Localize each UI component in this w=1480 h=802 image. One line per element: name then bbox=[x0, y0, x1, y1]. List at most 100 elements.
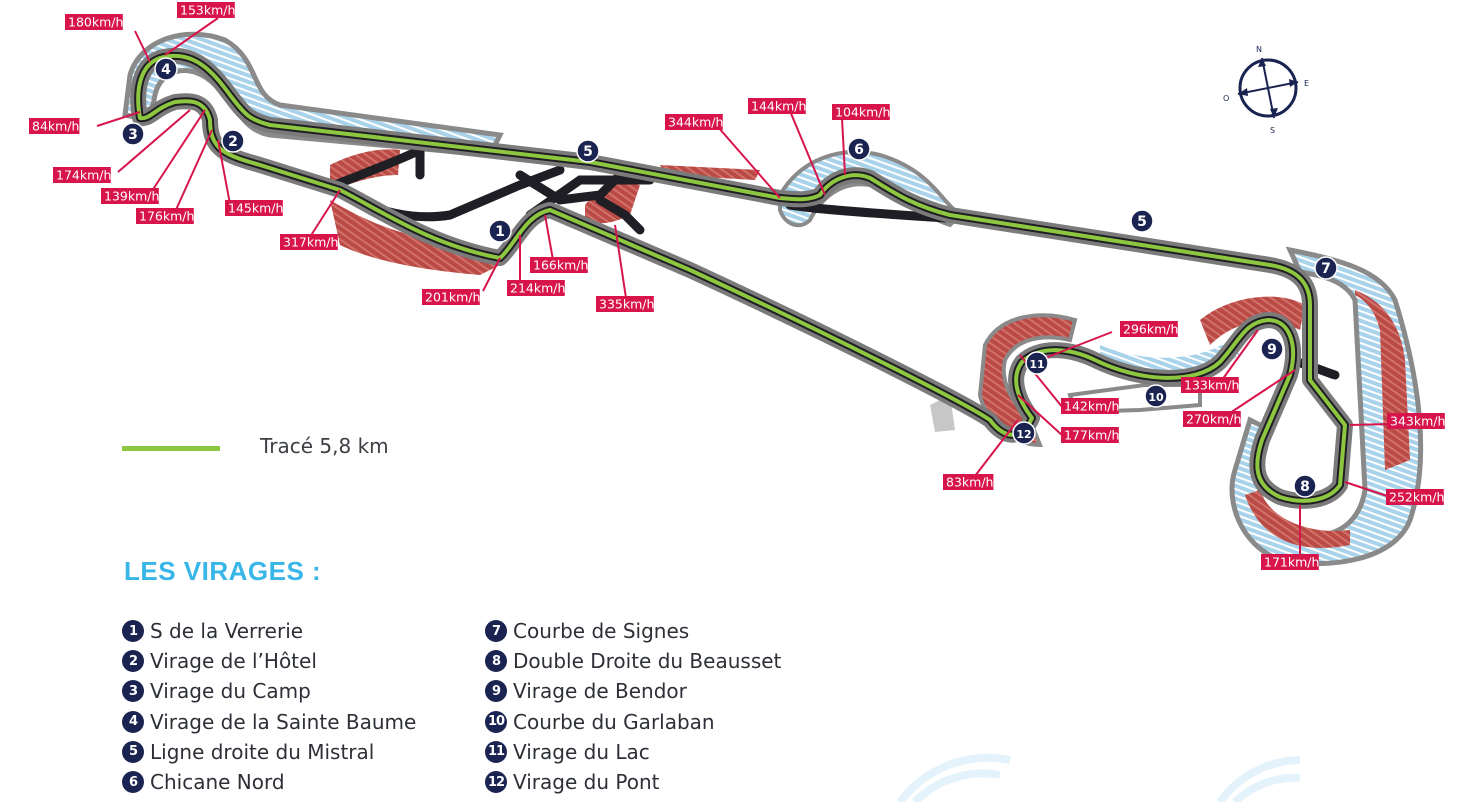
speed-label-box bbox=[943, 474, 994, 490]
speed-label-box bbox=[225, 200, 283, 216]
turn-marker: 7 bbox=[1314, 256, 1338, 280]
turn-marker-number: 7 bbox=[1321, 261, 1331, 277]
speed-label-box bbox=[53, 167, 111, 183]
speed-label-box bbox=[832, 104, 890, 120]
speed-leader-line bbox=[1229, 369, 1296, 414]
speed-label-text: 166km/h bbox=[533, 258, 588, 273]
speed-label-text: 133km/h bbox=[1184, 378, 1239, 393]
compass-east: E bbox=[1304, 79, 1309, 88]
speed-label: 171km/h bbox=[1261, 554, 1319, 570]
speed-label-box bbox=[1183, 411, 1241, 427]
turn-marker: 12 bbox=[1012, 421, 1036, 445]
speed-label-box bbox=[1061, 398, 1119, 414]
turn-marker-circle bbox=[1130, 209, 1154, 233]
turn-name: Virage de l’Hôtel bbox=[150, 649, 317, 674]
speed-leader-line bbox=[974, 419, 1019, 477]
speed-leader-line bbox=[134, 30, 151, 63]
turn-name: Double Droite du Beausset bbox=[513, 649, 782, 674]
turn-number-badge: 3 bbox=[122, 680, 144, 703]
speed-label: 270km/h bbox=[1183, 411, 1241, 427]
speed-leader-line bbox=[1017, 394, 1064, 437]
turn-marker: 6 bbox=[847, 137, 871, 161]
speed-leader-line bbox=[1039, 331, 1113, 361]
turn-number-badge: 5 bbox=[122, 740, 144, 763]
speed-leader-line bbox=[544, 214, 554, 261]
speed-label-box bbox=[29, 118, 80, 134]
turn-number-badge: 10 bbox=[485, 710, 507, 733]
turn-item: 10 Courbe du Garlaban bbox=[485, 707, 781, 737]
speed-label: 139km/h bbox=[101, 188, 159, 204]
turn-marker-number: 1 bbox=[495, 224, 505, 240]
turn-marker-number: 5 bbox=[1137, 214, 1147, 230]
turn-marker-number: 3 bbox=[128, 127, 138, 143]
turn-marker: 1 bbox=[488, 219, 512, 243]
turn-marker-circle bbox=[121, 122, 145, 146]
speed-label: 201km/h bbox=[422, 289, 480, 305]
speed-leader-line bbox=[789, 110, 826, 196]
speed-leader-lines bbox=[96, 17, 1391, 556]
speed-label-box bbox=[748, 98, 806, 114]
speed-label-box bbox=[1061, 427, 1119, 443]
compass-south: S bbox=[1270, 126, 1275, 135]
turn-marker: 5 bbox=[576, 139, 600, 163]
turn-marker: 9 bbox=[1260, 337, 1284, 361]
speed-label: 133km/h bbox=[1181, 377, 1239, 393]
speed-label: 153km/h bbox=[177, 2, 235, 18]
speed-label-text: 83km/h bbox=[946, 475, 993, 490]
speed-label: 104km/h bbox=[832, 104, 890, 120]
speed-label: 296km/h bbox=[1120, 321, 1178, 337]
speed-leader-line bbox=[149, 109, 206, 195]
speed-leader-line bbox=[614, 224, 627, 299]
turn-marker-circle bbox=[1293, 474, 1317, 498]
compass-north: N bbox=[1256, 45, 1262, 54]
speed-leader-line bbox=[1221, 329, 1259, 381]
turn-name: Courbe de Signes bbox=[513, 619, 690, 644]
speed-leader-line bbox=[96, 111, 141, 127]
speed-label-text: 296km/h bbox=[1123, 322, 1178, 337]
track-trace bbox=[136, 54, 1347, 503]
turn-number-badge: 12 bbox=[485, 771, 507, 794]
speed-label: 142km/h bbox=[1061, 398, 1119, 414]
speed-label-text: 317km/h bbox=[283, 235, 338, 250]
speed-label-text: 201km/h bbox=[425, 290, 480, 305]
speed-label-text: 153km/h bbox=[180, 3, 235, 18]
turn-marker-number: 11 bbox=[1029, 358, 1044, 371]
turn-name: Virage du Camp bbox=[150, 679, 311, 704]
speed-label-box bbox=[101, 188, 159, 204]
speed-label-text: 177km/h bbox=[1064, 428, 1119, 443]
speed-leader-line bbox=[164, 17, 219, 56]
speed-label-box bbox=[596, 296, 654, 312]
turn-marker: 4 bbox=[154, 57, 178, 81]
compass-west: O bbox=[1223, 94, 1229, 103]
turn-marker-number: 12 bbox=[1016, 428, 1031, 441]
speed-label: 176km/h bbox=[136, 208, 194, 224]
speed-label: 180km/h bbox=[65, 14, 123, 30]
speed-label-text: 214km/h bbox=[510, 281, 565, 296]
turns-heading: LES VIRAGES : bbox=[124, 556, 322, 586]
speed-label: 83km/h bbox=[943, 474, 993, 490]
turn-marker-circle bbox=[1314, 256, 1338, 280]
turn-item: 3 Virage du Camp bbox=[122, 676, 416, 706]
speed-label: 84km/h bbox=[29, 118, 79, 134]
turn-number-badge: 6 bbox=[122, 771, 144, 794]
turn-marker-circle bbox=[221, 129, 245, 153]
speed-label: 252km/h bbox=[1386, 489, 1444, 505]
turn-name: Courbe du Garlaban bbox=[513, 709, 715, 734]
turn-marker-number: 9 bbox=[1267, 342, 1277, 358]
legend-line bbox=[122, 446, 220, 451]
speed-leader-line bbox=[1349, 423, 1391, 426]
speed-label-box bbox=[507, 280, 565, 296]
speed-label-box bbox=[1261, 554, 1319, 570]
speed-label: 335km/h bbox=[596, 296, 654, 312]
turn-number-badge: 4 bbox=[122, 710, 144, 733]
turn-marker-number: 6 bbox=[854, 142, 864, 158]
speed-label: 177km/h bbox=[1061, 427, 1119, 443]
speed-label-box bbox=[65, 14, 123, 30]
turn-marker-number: 8 bbox=[1300, 479, 1310, 495]
